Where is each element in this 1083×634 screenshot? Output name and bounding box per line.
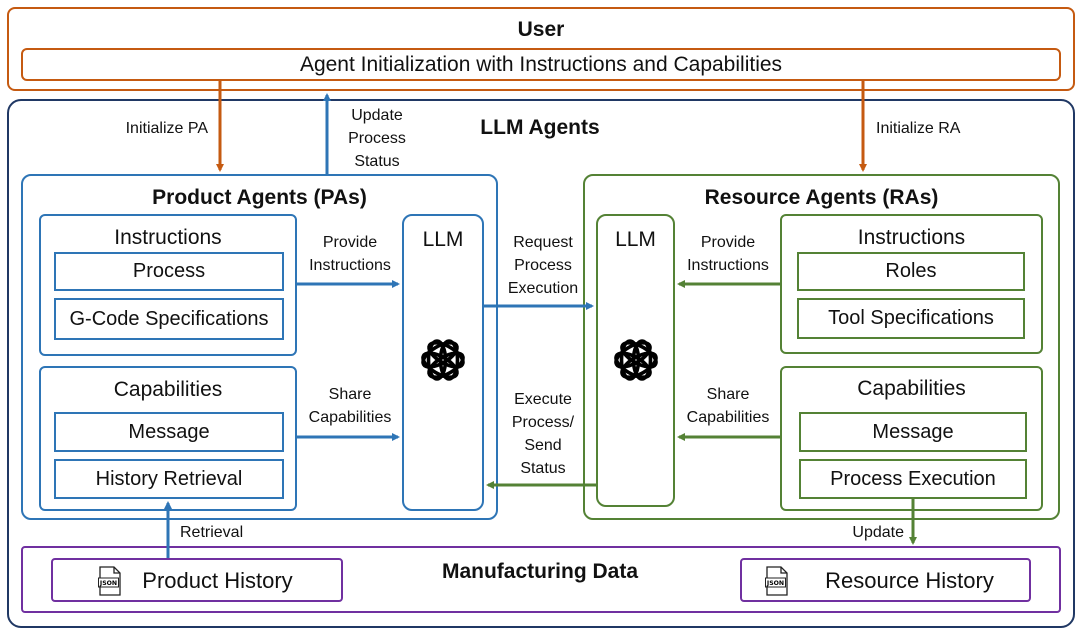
pa-openai-logo-icon [421, 339, 465, 381]
resource-agents-title: Resource Agents (RAs) [704, 186, 939, 209]
update-label: Update [852, 524, 904, 541]
user-title: User [517, 18, 565, 41]
ra-capabilities-title: Capabilities [857, 377, 966, 400]
initialize-pa-label: Initialize PA [125, 120, 208, 137]
pa-instructions-title: Instructions [114, 226, 222, 249]
ra-llm-box [596, 214, 675, 507]
svg-text:JSON: JSON [99, 580, 117, 587]
initialize-ra-label: Initialize RA [876, 120, 961, 137]
resource-history-item [740, 558, 1031, 602]
ra-roles-item: Roles [797, 252, 1025, 291]
ra-tool-specifications-item: Tool Specifications [797, 298, 1025, 339]
json-file-icon: JSON [765, 566, 788, 596]
pa-gcode-item: G-Code Specifications [54, 298, 284, 340]
json-file-icon: JSON [98, 566, 121, 596]
ra-instructions-title: Instructions [857, 226, 966, 249]
ra-llm-label: LLM [615, 228, 656, 251]
pa-history-retrieval-item: History Retrieval [54, 459, 284, 499]
manufacturing-data-title: Manufacturing Data [441, 560, 638, 583]
pa-process-item: Process [54, 252, 284, 291]
agent-initialization-bar: Agent Initialization with Instructions a… [21, 48, 1061, 81]
retrieval-label: Retrieval [180, 524, 244, 541]
pa-llm-label: LLM [422, 228, 464, 251]
ra-process-execution-item: Process Execution [799, 459, 1027, 499]
llm-agents-title: LLM Agents [480, 116, 600, 139]
svg-text:JSON: JSON [766, 580, 784, 587]
product-agents-title: Product Agents (PAs) [152, 186, 367, 209]
pa-capabilities-title: Capabilities [113, 378, 223, 401]
ra-message-item: Message [799, 412, 1027, 452]
ra-openai-logo-icon [614, 339, 658, 381]
pa-message-item: Message [54, 412, 284, 452]
product-history-label: Product History [142, 568, 293, 593]
resource-history-label: Resource History [825, 568, 994, 593]
